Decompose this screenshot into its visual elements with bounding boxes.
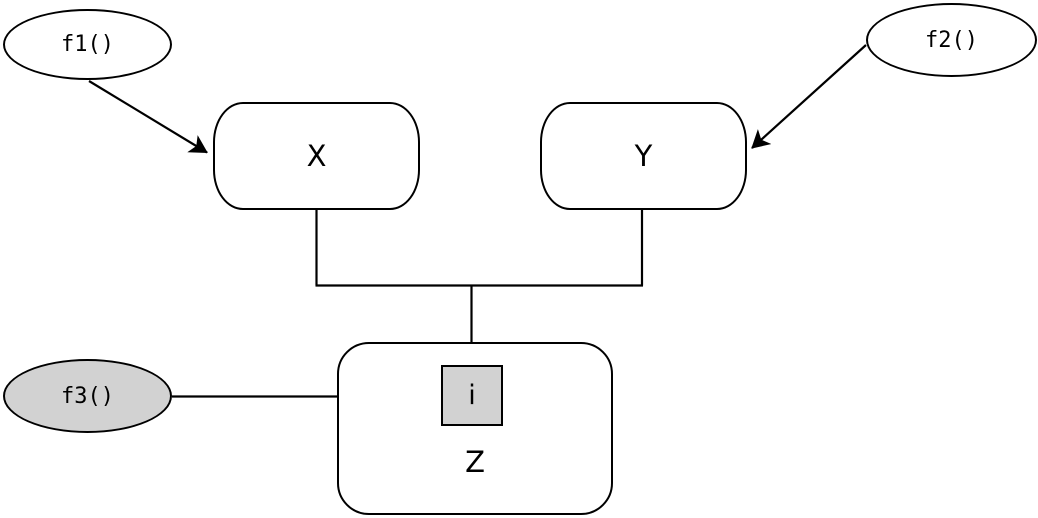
node-f1-label: f1(): [61, 32, 114, 57]
node-f1: f1(): [3, 9, 172, 80]
node-i: i: [441, 365, 503, 426]
node-y-label: Y: [634, 139, 653, 173]
node-f3-label: f3(): [61, 383, 114, 409]
node-y: Y: [540, 102, 747, 210]
edge-f1-to-x: [88, 80, 208, 154]
node-x-label: X: [306, 139, 327, 173]
node-f3: f3(): [3, 359, 172, 433]
node-f2: f2(): [866, 3, 1037, 77]
edge-f2-to-y: [751, 44, 867, 149]
node-f2-label: f2(): [925, 27, 978, 53]
node-z: Z: [337, 342, 613, 515]
node-x: X: [213, 102, 420, 210]
node-z-label: Z: [465, 445, 485, 479]
node-i-label: i: [468, 380, 476, 411]
